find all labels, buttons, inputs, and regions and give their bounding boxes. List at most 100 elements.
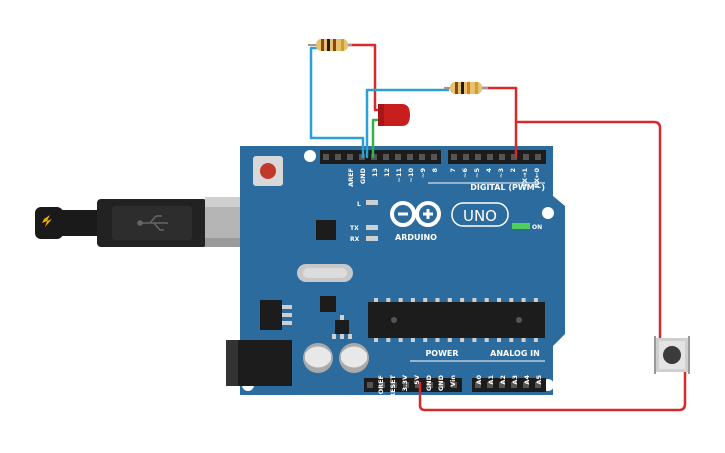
pin-label-digital: 4 bbox=[485, 168, 493, 173]
resistor-2[interactable] bbox=[444, 82, 488, 94]
power-header-label: POWER bbox=[425, 349, 458, 358]
arduino-uno-board[interactable]: L TX RX ON ARDUINO UNO bbox=[205, 146, 565, 398]
header-pin-hole[interactable] bbox=[407, 154, 413, 160]
led-label-on: ON bbox=[532, 224, 542, 231]
header-pin-hole[interactable] bbox=[511, 154, 517, 160]
power-jack bbox=[226, 340, 292, 386]
header-pin-hole[interactable] bbox=[487, 154, 493, 160]
header-pin-hole[interactable] bbox=[523, 382, 529, 388]
pin-label-power: RESET bbox=[389, 374, 397, 398]
pin-label-power: 3.3V bbox=[401, 375, 409, 392]
pin-label-analog: A1 bbox=[487, 375, 495, 385]
header-pin-hole[interactable] bbox=[419, 154, 425, 160]
pin-label-analog: A3 bbox=[511, 375, 519, 385]
pin-label-digital: ~5 bbox=[473, 168, 481, 178]
atmega-chip bbox=[368, 298, 545, 342]
header-pin-hole[interactable] bbox=[335, 154, 341, 160]
header-pin-hole[interactable] bbox=[463, 154, 469, 160]
header-pin-hole[interactable] bbox=[347, 154, 353, 160]
header-pin-hole[interactable] bbox=[451, 154, 457, 160]
header-pin-hole[interactable] bbox=[523, 154, 529, 160]
pin-label-analog: A0 bbox=[475, 375, 483, 385]
status-leds: L TX RX ON bbox=[350, 200, 542, 243]
header-pin-hole[interactable] bbox=[535, 382, 541, 388]
power-header[interactable] bbox=[364, 378, 462, 392]
brand-text: ARDUINO bbox=[395, 233, 437, 242]
resistor-1[interactable] bbox=[308, 39, 352, 51]
capacitor-1 bbox=[303, 343, 333, 373]
pin-label-digital: 13 bbox=[371, 168, 379, 177]
arduino-logo: ARDUINO UNO bbox=[390, 201, 509, 242]
wires[interactable] bbox=[309, 43, 687, 412]
header-pin-hole[interactable] bbox=[499, 382, 505, 388]
pin-label-digital: 2 bbox=[509, 168, 517, 173]
capacitor-2 bbox=[339, 343, 369, 373]
header-pin-hole[interactable] bbox=[439, 382, 445, 388]
pin-label-digital: 8 bbox=[431, 168, 439, 173]
pin-label-digital: ~3 bbox=[497, 168, 505, 178]
digital-header-right[interactable] bbox=[448, 150, 546, 164]
pin-label-gnd: GND bbox=[359, 167, 367, 184]
pin-label-aref: AREF bbox=[347, 168, 355, 187]
header-pin-hole[interactable] bbox=[395, 154, 401, 160]
header-pin-hole[interactable] bbox=[415, 382, 421, 388]
analog-pin-labels: A0 A1 A2 A3 A4 A5 bbox=[475, 375, 543, 385]
pin-label-power: GND bbox=[437, 374, 445, 391]
power-pin-labels: IOREF RESET 3.3V 5V GND GND Vin bbox=[377, 374, 457, 398]
wire-red-resistor-2-to-pin2[interactable] bbox=[480, 86, 518, 159]
mount-hole bbox=[304, 150, 316, 162]
pin-label-digital: 7 bbox=[449, 168, 457, 173]
header-pin-hole[interactable] bbox=[379, 382, 385, 388]
header-pin-hole[interactable] bbox=[475, 382, 481, 388]
pin-label-analog: A5 bbox=[535, 375, 543, 385]
header-pin-hole[interactable] bbox=[427, 382, 433, 388]
usb-chip bbox=[316, 220, 336, 240]
header-pin-hole[interactable] bbox=[367, 382, 373, 388]
transistor bbox=[332, 315, 352, 339]
wire-blue-gnd-to-resistor-1[interactable] bbox=[309, 46, 365, 159]
wire-red-resistor-1-to-led[interactable] bbox=[346, 43, 384, 112]
header-pin-hole[interactable] bbox=[511, 382, 517, 388]
header-pin-hole[interactable] bbox=[383, 154, 389, 160]
power-led bbox=[512, 223, 530, 229]
header-pin-hole[interactable] bbox=[475, 154, 481, 160]
header-pin-hole[interactable] bbox=[535, 154, 541, 160]
pin-label-digital: ~11 bbox=[395, 168, 403, 183]
wire-red-pin2-to-button[interactable] bbox=[514, 120, 662, 342]
analog-header[interactable] bbox=[472, 378, 546, 392]
lightning-icon bbox=[42, 215, 52, 227]
wire-red-5v-to-button[interactable] bbox=[418, 370, 687, 412]
reset-button[interactable] bbox=[253, 156, 283, 186]
pin-label-digital: ~6 bbox=[461, 168, 469, 178]
pin-label-digital: ~10 bbox=[407, 168, 415, 183]
header-pin-hole[interactable] bbox=[451, 382, 457, 388]
wire-blue-pin13-to-resistor-2[interactable] bbox=[365, 88, 450, 159]
digital-header-label: DIGITAL (PWM~) bbox=[470, 183, 545, 192]
header-pin-hole[interactable] bbox=[431, 154, 437, 160]
pin-label-analog: A4 bbox=[523, 375, 531, 385]
header-pin-hole[interactable] bbox=[403, 382, 409, 388]
pin-label-power: Vin bbox=[449, 375, 457, 387]
voltage-regulator bbox=[260, 300, 292, 330]
red-led[interactable] bbox=[378, 104, 410, 126]
pin-label-power: 5V bbox=[413, 375, 421, 385]
digital-header-left[interactable] bbox=[320, 150, 441, 164]
pin-label-digital: ~9 bbox=[419, 168, 427, 178]
pin-label-digital: 12 bbox=[383, 168, 391, 177]
header-pin-hole[interactable] bbox=[323, 154, 329, 160]
smd-chip bbox=[320, 296, 336, 312]
led-label-rx: RX bbox=[350, 236, 360, 243]
pin-label-power: GND bbox=[425, 374, 433, 391]
analog-header-label: ANALOG IN bbox=[490, 349, 540, 358]
pin-label-analog: A2 bbox=[499, 375, 507, 385]
pin-label-digital: RX←0 bbox=[533, 168, 541, 188]
header-pin-hole[interactable] bbox=[391, 382, 397, 388]
led-label-l: L bbox=[357, 201, 361, 208]
header-pin-hole[interactable] bbox=[499, 154, 505, 160]
pin-label-power: IOREF bbox=[377, 375, 385, 397]
push-button[interactable] bbox=[654, 336, 690, 374]
model-text: UNO bbox=[463, 207, 497, 225]
header-pin-hole[interactable] bbox=[487, 382, 493, 388]
